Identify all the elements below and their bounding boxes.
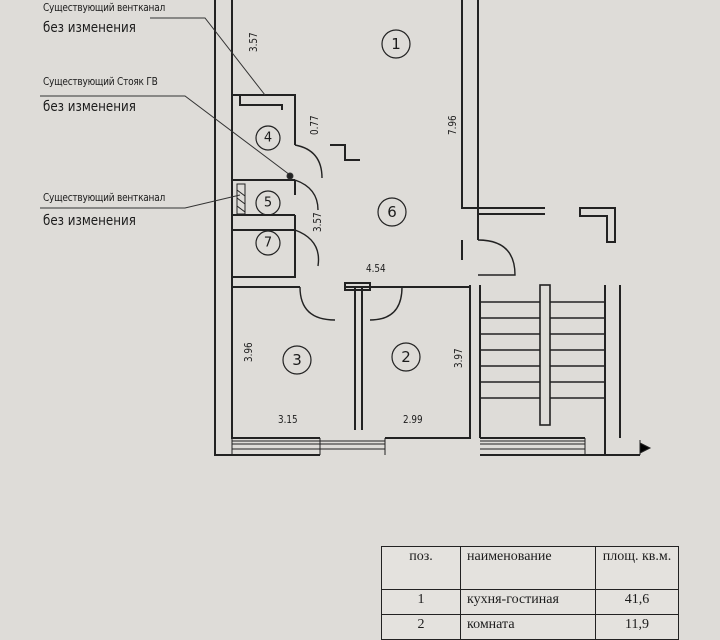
room-number: 5 bbox=[263, 195, 273, 211]
entry-wall bbox=[461, 214, 479, 260]
room-number: 1 bbox=[391, 35, 401, 53]
header-cell: поз. bbox=[381, 546, 461, 590]
vent-top-status: без изменения bbox=[43, 20, 136, 36]
header-cell: наименование bbox=[460, 546, 596, 590]
room-number: 6 bbox=[387, 203, 397, 221]
table-cell: кухня-гостиная bbox=[460, 589, 596, 615]
vent-ducts bbox=[236, 183, 246, 215]
dimension-label: 0.77 bbox=[308, 115, 321, 135]
dimension-label: 4.54 bbox=[366, 262, 386, 275]
vent-mid-status: без изменения bbox=[43, 213, 136, 229]
stair-top-right bbox=[579, 207, 616, 243]
room-number: 7 bbox=[263, 235, 273, 251]
stair-outer bbox=[480, 285, 640, 456]
dimension-label: 3.96 bbox=[242, 342, 255, 362]
left-wall-inner bbox=[231, 0, 320, 439]
table-cell: 11,9 bbox=[595, 614, 679, 640]
dimension-label: 3.57 bbox=[247, 32, 260, 52]
room-number: 2 bbox=[401, 348, 411, 366]
vent-mid-title: Существующий вентканал bbox=[43, 191, 166, 204]
dimension-label: 3.57 bbox=[311, 212, 324, 232]
explication-table: поз. наименование площ. кв.м. 1 кухня-го… bbox=[381, 546, 679, 640]
dimension-label: 3.97 bbox=[452, 348, 465, 368]
dimension-label: 7.96 bbox=[446, 115, 459, 135]
room-circles bbox=[255, 29, 421, 375]
table-cell: 2 bbox=[381, 614, 461, 640]
stair-flight bbox=[480, 284, 605, 426]
header-cell: площ. кв.м. bbox=[595, 546, 679, 590]
table-row: 2 комната 11,9 bbox=[381, 614, 679, 640]
left-wall bbox=[214, 0, 320, 456]
right-wall bbox=[461, 0, 545, 209]
room-number: 4 bbox=[263, 130, 273, 146]
partitions bbox=[231, 94, 479, 430]
dimension-label: 2.99 bbox=[403, 413, 423, 426]
vent-top-title: Существующий вентканал bbox=[43, 1, 166, 14]
door-swings bbox=[294, 144, 516, 321]
right-wall-inner bbox=[477, 0, 545, 215]
room-number: 3 bbox=[292, 351, 302, 369]
table-cell: 1 bbox=[381, 589, 461, 615]
right-lower-wall bbox=[385, 285, 471, 439]
table-row: 1 кухня-гостиная 41,6 bbox=[381, 589, 679, 615]
table-cell: комната bbox=[460, 614, 596, 640]
windows bbox=[231, 438, 652, 455]
riser-title: Существующий Стояк ГВ bbox=[43, 75, 158, 88]
riser-status: без изменения bbox=[43, 99, 136, 115]
leader-lines bbox=[40, 17, 294, 209]
table-header-row: поз. наименование площ. кв.м. bbox=[381, 546, 679, 590]
bathroom-block bbox=[232, 94, 296, 145]
dimension-label: 3.15 bbox=[278, 413, 298, 426]
table-cell: 41,6 bbox=[595, 589, 679, 615]
outer-walls bbox=[214, 0, 640, 456]
